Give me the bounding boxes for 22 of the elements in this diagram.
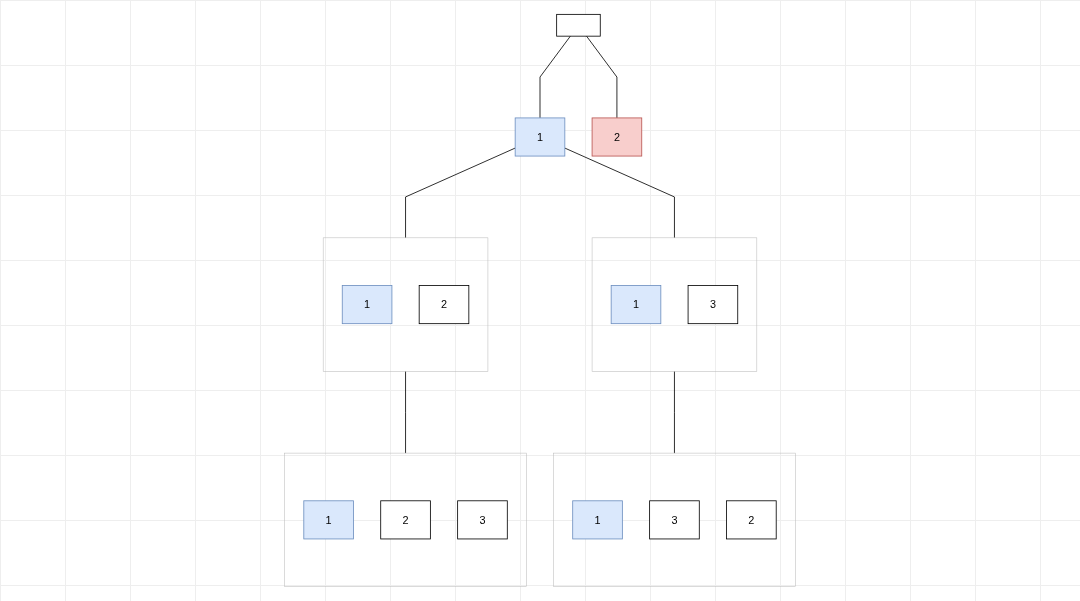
connector xyxy=(674,370,675,454)
node-box xyxy=(556,13,601,37)
node-box: 1 xyxy=(610,285,662,325)
cluster xyxy=(591,237,758,372)
cluster xyxy=(284,452,527,587)
connector xyxy=(586,35,618,119)
node-box: 3 xyxy=(649,500,700,540)
connector xyxy=(564,147,675,239)
node-box: 2 xyxy=(591,117,643,157)
node-box: 2 xyxy=(726,500,777,540)
node-box: 2 xyxy=(418,285,470,325)
node-box: 2 xyxy=(380,500,431,540)
cluster xyxy=(553,452,796,587)
connector xyxy=(405,147,516,239)
connector xyxy=(539,35,571,119)
node-box: 1 xyxy=(341,285,393,325)
node-box: 1 xyxy=(303,500,354,540)
node-box: 3 xyxy=(687,285,739,325)
node-box: 1 xyxy=(514,117,566,157)
connector xyxy=(405,370,406,454)
node-box: 3 xyxy=(457,500,508,540)
node-box: 1 xyxy=(572,500,623,540)
